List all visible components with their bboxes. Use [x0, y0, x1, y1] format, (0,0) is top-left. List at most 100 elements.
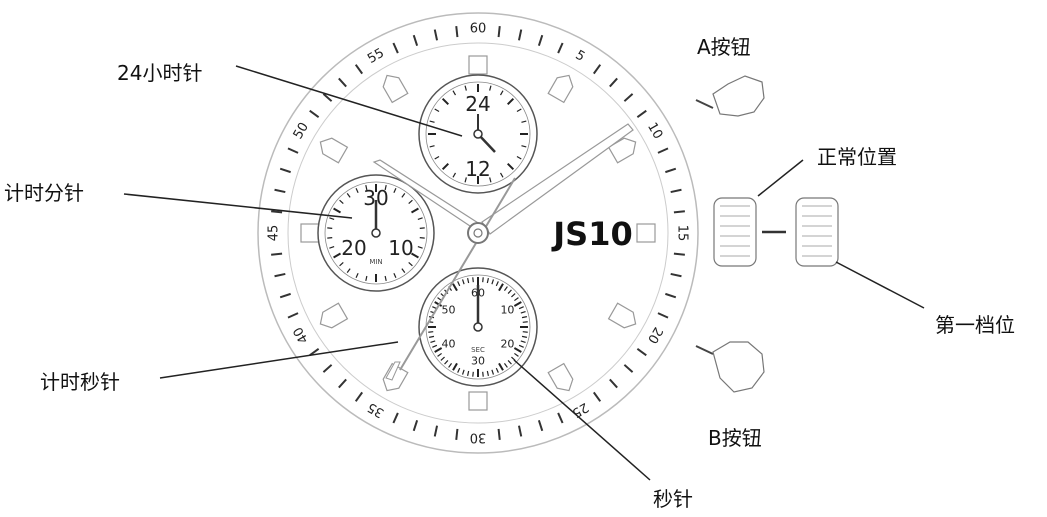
subdial-tick [498, 283, 504, 292]
button-a[interactable] [695, 75, 765, 117]
subdial-tick [461, 369, 465, 375]
subdial-tick [472, 277, 474, 283]
bezel-tick [274, 272, 286, 278]
subdial-tick [329, 217, 335, 220]
hour-marker-square [468, 391, 488, 411]
bezel-number: 35 [365, 399, 387, 420]
subdial-tick [482, 277, 484, 283]
bezel-tick [537, 34, 544, 46]
subdial-tick [489, 177, 492, 183]
label-button-a: A按钮 [697, 35, 751, 59]
subdial-sec-number: 30 [471, 355, 485, 368]
subdial-tick [440, 356, 445, 361]
bezel-tick [623, 364, 634, 373]
subdial-tick [495, 367, 499, 373]
subdial-tick [401, 268, 406, 273]
subdial-tick [486, 277, 489, 284]
subdial-tick [355, 272, 359, 279]
subdial-tick [506, 162, 515, 171]
subdial-tick [365, 275, 368, 282]
subdial-tick [467, 370, 470, 377]
bezel-tick [636, 109, 647, 119]
subdial-tick [411, 207, 419, 214]
bezel-tick [412, 34, 419, 46]
subdial-tick [419, 237, 425, 239]
hour-marker-pentagon [382, 362, 409, 392]
bezel-tick [433, 425, 439, 437]
label-24h-hand: 24小时针 [117, 61, 202, 85]
bezel-number: 15 [675, 225, 690, 242]
subdial-tick [452, 90, 457, 96]
subdial-tick [429, 145, 435, 148]
hour-marker-pentagon [319, 137, 349, 164]
watch-case [257, 12, 699, 454]
subdial-tick [522, 321, 528, 323]
subdial-sec-number: 10 [500, 304, 514, 317]
bezel-tick [609, 77, 618, 88]
subdial-tick [401, 193, 406, 198]
button-b[interactable] [695, 341, 765, 393]
hour-marker-square [468, 55, 488, 75]
subdial-tick [507, 360, 512, 365]
bezel-tick [657, 312, 669, 319]
crown-first-position[interactable] [795, 197, 839, 267]
subdial-tick [384, 275, 387, 282]
bezel-tick [557, 412, 564, 424]
bezel-tick [279, 167, 291, 174]
hour-marker-square [636, 223, 656, 243]
bezel-tick [537, 420, 544, 432]
bezel-tick [274, 188, 286, 194]
bezel-tick [665, 167, 677, 174]
bezel-tick [354, 391, 364, 402]
subdial-tick [393, 187, 397, 194]
subdial-tick [417, 246, 423, 249]
hour-markers [300, 55, 656, 411]
bezel-tick [636, 347, 647, 357]
subdial-tick [408, 261, 413, 267]
bezel-tick [338, 378, 347, 389]
bezel-tick [271, 252, 283, 256]
subdial-tick [521, 145, 527, 148]
subdial-min-right: 10 [388, 236, 413, 260]
subdial-tick [444, 360, 449, 365]
subdial-min-left: 20 [341, 236, 366, 260]
subdial-tick [457, 281, 461, 287]
subdial-tick [489, 85, 492, 91]
crown-normal-position[interactable] [713, 197, 757, 267]
subdial-tick [437, 352, 442, 357]
subdial-24h-bottom: 12 [465, 157, 490, 181]
subdial-tick [482, 371, 484, 377]
subdial-sec-number: 20 [500, 338, 514, 351]
subdial-tick [428, 331, 434, 333]
bezel-tick [673, 210, 685, 214]
subdial-tick [507, 289, 512, 294]
label-first-position: 第一档位 [935, 313, 1015, 337]
subdial-tick [486, 370, 489, 377]
bezel-tick [592, 64, 602, 75]
hour-marker-pentagon [319, 302, 349, 329]
subdial-24h: 24 12 [418, 74, 538, 194]
subdial-tick [520, 310, 526, 314]
subdial-tick [464, 177, 467, 183]
label-chrono-second-hand: 计时秒针 [40, 370, 120, 394]
bezel-number: 25 [569, 399, 591, 420]
subdial-tick [346, 193, 351, 198]
bezel-number: 10 [644, 120, 665, 142]
bezel-tick [670, 272, 682, 278]
bezel-tick [670, 188, 682, 194]
subdial-tick [514, 352, 519, 357]
bezel-number: 30 [470, 430, 487, 445]
subdial-tick [419, 227, 425, 229]
hour-marker-square [300, 223, 320, 243]
bezel-number: 60 [470, 22, 487, 37]
main-hands [372, 123, 634, 381]
hour-marker-pentagon [547, 362, 574, 392]
subdial-tick [434, 155, 440, 160]
subdial-tick [499, 90, 504, 96]
label-button-b: B按钮 [708, 426, 762, 450]
label-normal-position: 正常位置 [817, 145, 897, 169]
bezel-tick [392, 412, 399, 424]
bezel-tick [287, 147, 299, 154]
